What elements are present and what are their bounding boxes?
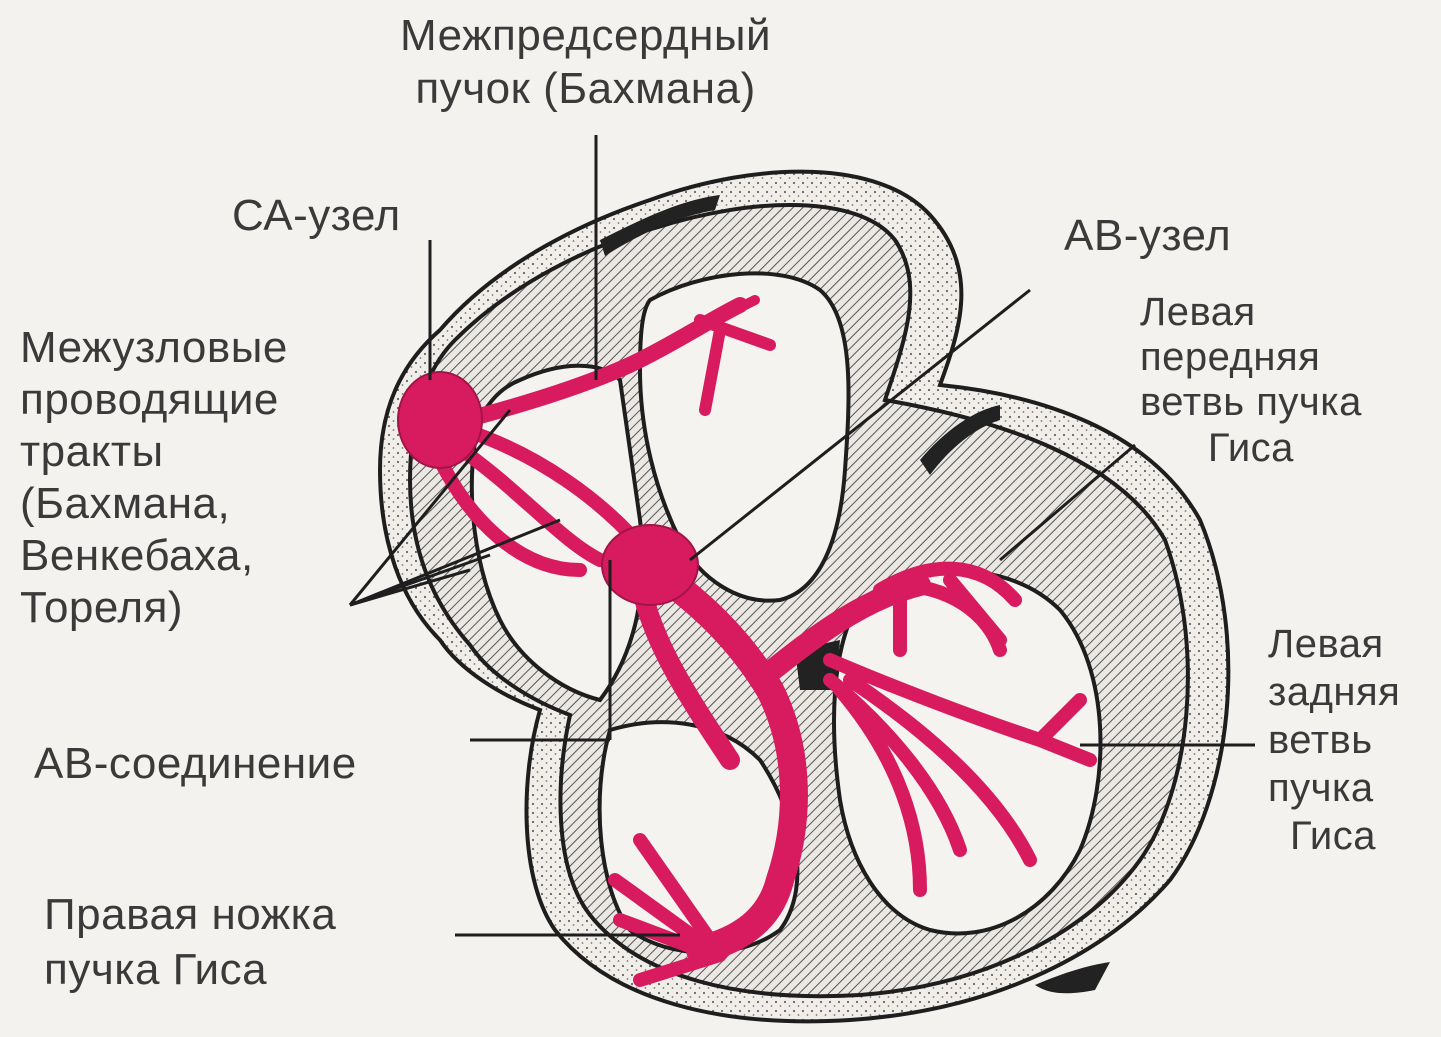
label-left-anterior-branch: Левая передняя ветвь пучка Гиса	[1140, 290, 1362, 471]
av-node	[602, 525, 698, 605]
label-right-bundle-branch: Правая ножка пучка Гиса	[44, 888, 336, 997]
label-bachmann-bundle: Межпредсердный пучок (Бахмана)	[400, 10, 771, 116]
label-sa-node: СА-узел	[232, 190, 401, 243]
label-internodal-tracts: Межузловые проводящие тракты (Бахмана, В…	[20, 322, 288, 633]
sa-node	[398, 372, 482, 468]
label-left-posterior-branch: Левая задняя ветвь пучка Гиса	[1268, 620, 1400, 860]
label-av-node: АВ-узел	[1064, 210, 1231, 263]
label-av-junction: АВ-соединение	[34, 738, 357, 791]
